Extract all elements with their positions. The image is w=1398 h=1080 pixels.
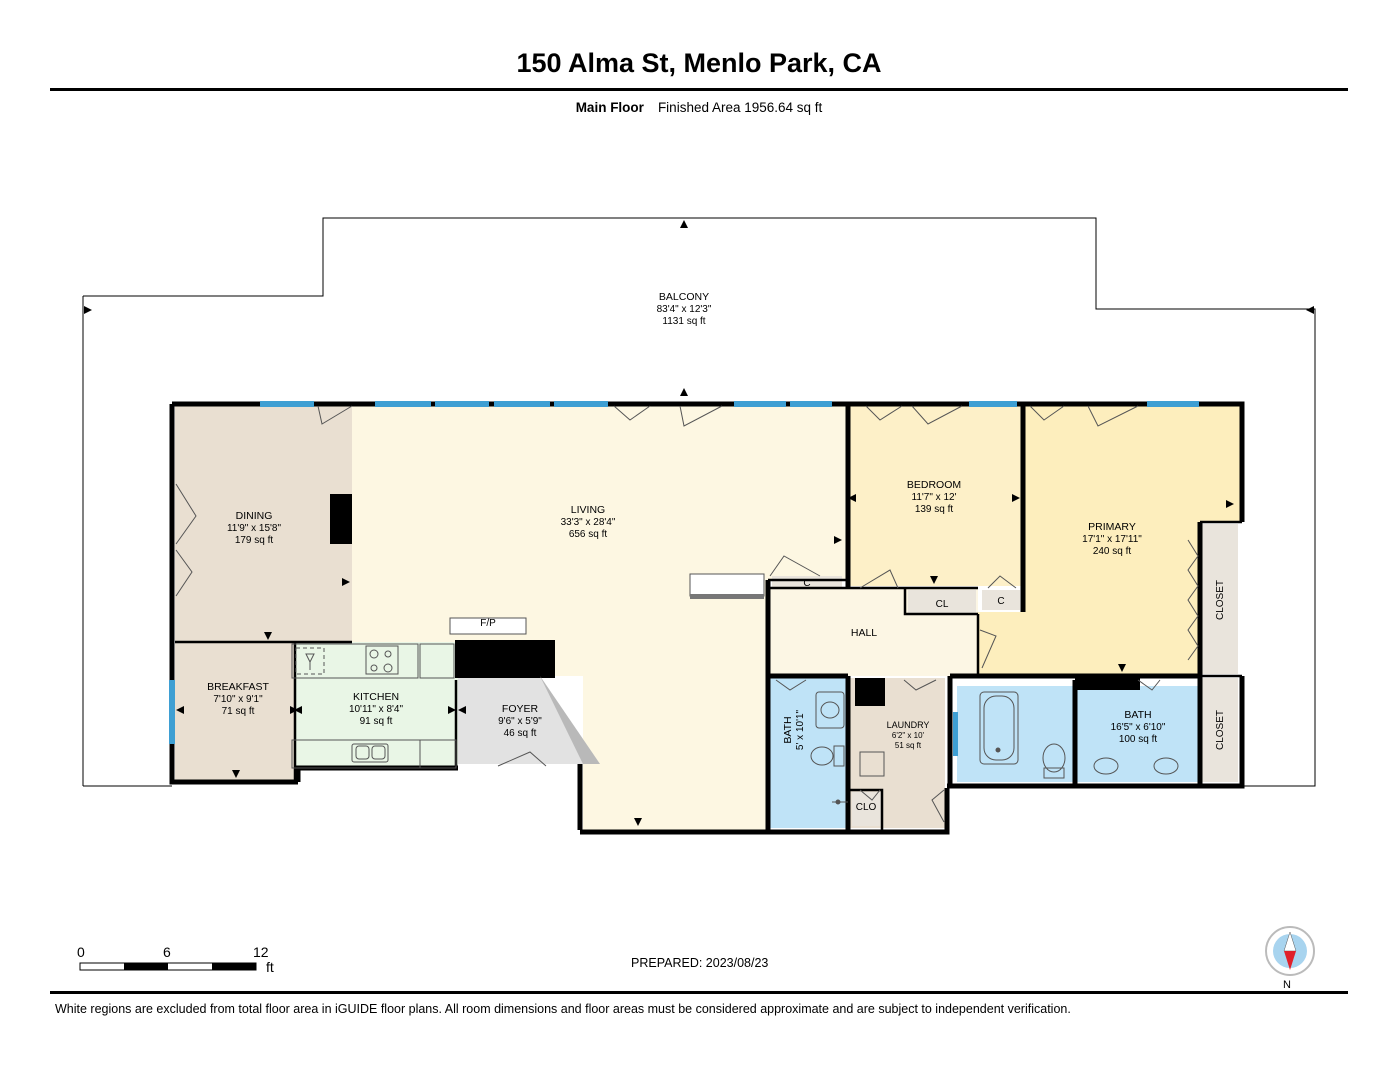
compass-label: N [1283, 979, 1291, 991]
kitchen-room [295, 642, 458, 768]
bath1-name: BATH [782, 716, 794, 743]
closet-c-room [982, 590, 1020, 610]
closet-clo-label: CLO [856, 802, 877, 813]
primary-name: PRIMARY [1088, 521, 1136, 533]
compass-icon [1265, 926, 1315, 976]
kitchen-area: 91 sq ft [360, 716, 393, 727]
foyer-name: FOYER [502, 703, 539, 715]
breakfast-name: BREAKFAST [207, 681, 269, 693]
closet-c2-label: C [997, 596, 1004, 607]
closet-clo-room [852, 792, 882, 826]
closet-lower-label: CLOSET [1215, 710, 1226, 750]
direction-arrows [176, 388, 1234, 826]
living-room [352, 404, 848, 830]
breakfast-area: 71 sq ft [222, 706, 255, 717]
bedroom-room [848, 404, 1023, 586]
breakfast-dims: 7'10" x 9'1" [213, 694, 263, 705]
floor-name: Main Floor [575, 100, 644, 115]
arrow-icon [680, 220, 688, 228]
bedroom-name: BEDROOM [907, 479, 961, 491]
primary-area: 240 sq ft [1093, 546, 1132, 557]
closet-cl-label: CL [936, 599, 949, 610]
living-dims: 33'3" x 28'4" [561, 517, 616, 528]
balcony-name: BALCONY [659, 291, 709, 303]
plan-title: 150 Alma St, Menlo Park, CA [516, 48, 882, 78]
balcony-outline [83, 217, 1316, 787]
bath1-dims: 5' x 10'1" [795, 709, 806, 750]
kitchen-name: KITCHEN [353, 691, 399, 703]
footer-rule [50, 991, 1348, 994]
title-rule [50, 88, 1348, 91]
bath2-pillar [1075, 676, 1140, 690]
dining-dims: 11'9" x 15'8" [227, 523, 282, 534]
dining-area: 179 sq ft [235, 535, 274, 546]
finished-area: Finished Area 1956.64 sq ft [657, 100, 823, 115]
bath2-name: BATH [1124, 709, 1151, 721]
bath2-room [957, 686, 1200, 782]
bedroom-dims: 11'7" x 12' [912, 492, 957, 503]
closet-c1-label: C [803, 578, 810, 589]
bedroom-area: 139 sq ft [915, 504, 954, 515]
scale-label-12: 12 [253, 944, 269, 960]
bath2-area: 100 sq ft [1119, 734, 1158, 745]
bath2-dims: 16'5" x 6'10" [1111, 722, 1166, 733]
dining-name: DINING [236, 510, 273, 522]
windows [169, 401, 1199, 756]
foyer-wedge [540, 676, 600, 764]
foyer-area: 46 sq ft [504, 728, 537, 739]
foyer-room [458, 676, 600, 764]
living-area: 656 sq ft [569, 529, 608, 540]
laundry-area: 51 sq ft [895, 741, 922, 750]
laundry-dims: 6'2" x 10' [892, 731, 925, 740]
foyer-dims: 9'6" x 5'9" [498, 716, 542, 727]
laundry-name: LAUNDRY [887, 720, 930, 730]
balcony-area: 1131 sq ft [662, 316, 705, 327]
living-name: LIVING [571, 504, 605, 516]
fixtures [291, 573, 1179, 805]
breakfast-room [175, 642, 295, 780]
scale-unit: ft [266, 959, 274, 975]
balcony-dims: 83'4" x 12'3" [657, 304, 712, 315]
dining-pillar [330, 494, 352, 544]
hall-name: HALL [851, 627, 877, 639]
disclaimer: White regions are excluded from total fl… [55, 1002, 1071, 1016]
scale-bar [79, 962, 257, 971]
fireplace-label: F/P [480, 618, 496, 629]
arrow-icon [1306, 306, 1314, 314]
closet-upper-label: CLOSET [1215, 580, 1226, 620]
primary-room [978, 404, 1240, 676]
door-swings [175, 405, 1199, 823]
dining-room [175, 404, 352, 642]
arrow-icon [84, 306, 92, 314]
laundry-pillar [855, 678, 885, 706]
closet-lower-room [1202, 678, 1238, 782]
kitchen-dims: 10'11" x 8'4" [349, 704, 404, 715]
bath1-room [770, 678, 847, 828]
primary-dims: 17'1" x 17'11" [1082, 534, 1142, 545]
closet-upper-room [1202, 524, 1238, 674]
prepared-date: PREPARED: 2023/08/23 [631, 956, 769, 970]
scale-label-0: 0 [77, 944, 85, 960]
fireplace-wall [455, 640, 555, 678]
closet-cl-room [908, 590, 976, 614]
scale-label-6: 6 [163, 944, 171, 960]
plan-subtitle: Main Floor Finished Area 1956.64 sq ft [0, 100, 1398, 115]
